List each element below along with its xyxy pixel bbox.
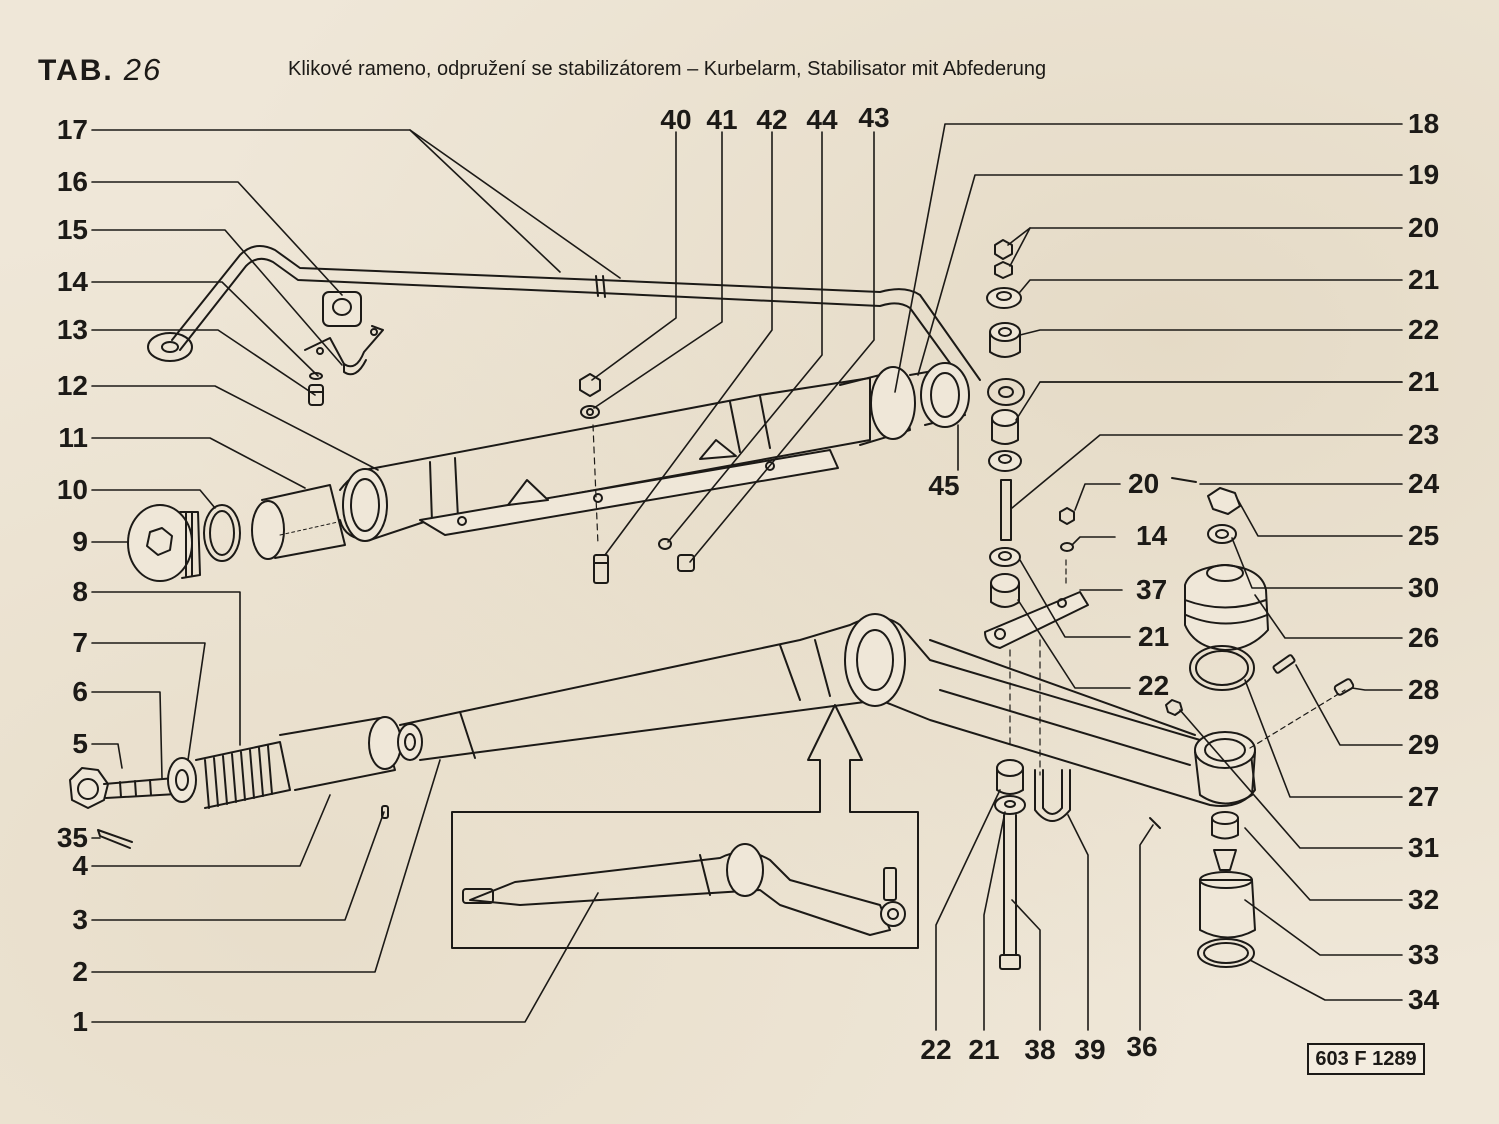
callout-11: 11	[58, 422, 88, 453]
callout-7: 7	[72, 627, 88, 658]
callout-22-bottom: 22	[920, 1034, 952, 1065]
callout-12: 12	[56, 370, 88, 401]
callout-21b: 21	[1408, 366, 1440, 397]
callout-6: 6	[72, 676, 88, 707]
callout-31: 31	[1408, 832, 1440, 863]
callout-25: 25	[1408, 520, 1440, 551]
callout-42: 42	[756, 104, 788, 135]
table-heading: TAB. 26	[38, 52, 162, 88]
callout-33: 33	[1408, 939, 1440, 970]
callout-44: 44	[806, 104, 838, 135]
callout-28: 28	[1408, 674, 1440, 705]
callout-45: 45	[928, 470, 960, 501]
tab-label: TAB.	[38, 54, 114, 87]
callout-30: 30	[1408, 572, 1440, 603]
callout-27: 27	[1408, 781, 1440, 812]
lower-mount-parts	[994, 759, 1161, 970]
callout-21-mid: 21	[1138, 621, 1170, 652]
callout-29: 29	[1408, 729, 1440, 760]
callout-34: 34	[1408, 984, 1440, 1015]
callout-9: 9	[72, 526, 88, 557]
callout-26: 26	[1408, 622, 1440, 653]
callout-21: 21	[1408, 264, 1440, 295]
callout-14: 14	[56, 266, 88, 297]
callout-22-mid: 22	[1138, 670, 1170, 701]
callout-22: 22	[1408, 314, 1440, 345]
inset-detail	[451, 704, 919, 949]
callout-41: 41	[706, 104, 738, 135]
callout-37: 37	[1136, 574, 1168, 605]
stabilizer-clamp	[304, 291, 384, 376]
diagram-title: Klikové rameno, odpružení se stabilizáto…	[288, 58, 1047, 80]
callout-19: 19	[1408, 159, 1440, 190]
callout-32: 32	[1408, 884, 1440, 915]
callout-20-mid: 20	[1128, 468, 1160, 499]
crank-arm	[69, 613, 1256, 849]
cross-tube-assembly	[127, 362, 970, 584]
figure-code-box: 603 F 1289	[1307, 1043, 1425, 1075]
callout-39: 39	[1074, 1034, 1106, 1065]
callout-4: 4	[72, 850, 88, 881]
callout-21-bottom: 21	[968, 1034, 1000, 1065]
callout-14-mid: 14	[1136, 520, 1168, 551]
callout-2: 2	[72, 956, 88, 987]
callout-8: 8	[72, 576, 88, 607]
callout-1: 1	[72, 1006, 88, 1037]
clamp-bolt	[308, 372, 324, 406]
callout-20: 20	[1408, 212, 1440, 243]
callout-38: 38	[1024, 1034, 1056, 1065]
callout-13: 13	[56, 314, 88, 345]
tab-number: 26	[123, 52, 163, 87]
callout-35: 35	[56, 822, 88, 853]
king-pin-assembly	[1165, 477, 1355, 968]
callout-40: 40	[660, 104, 692, 135]
callout-16: 16	[56, 166, 88, 197]
leader-lines	[91, 123, 1403, 1031]
callout-3: 3	[72, 904, 88, 935]
callout-5: 5	[72, 728, 88, 759]
callout-36: 36	[1126, 1031, 1158, 1062]
callout-43: 43	[858, 102, 890, 133]
callout-24: 24	[1408, 468, 1440, 499]
callout-18: 18	[1408, 108, 1440, 139]
callout-17: 17	[56, 114, 88, 145]
callout-23: 23	[1408, 419, 1440, 450]
callout-10: 10	[56, 474, 88, 505]
callout-15: 15	[56, 214, 88, 245]
link-parts	[984, 239, 1089, 776]
